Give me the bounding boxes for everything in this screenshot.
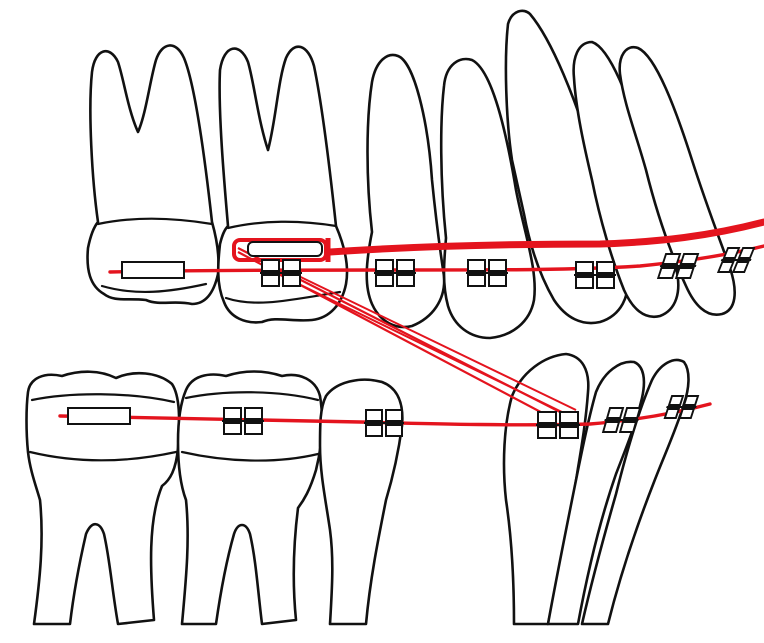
bracket-wing [538, 427, 556, 438]
bracket-wing [669, 396, 683, 405]
bracket-wing [576, 262, 593, 273]
bracket-wing [733, 262, 748, 272]
bracket-wing [560, 427, 578, 438]
bracket-wing [576, 277, 593, 288]
bracket-wing [724, 248, 739, 258]
bracket-wing [397, 275, 414, 286]
bracket-wing [397, 260, 414, 271]
bracket-wing [283, 260, 300, 271]
bracket-wing [262, 275, 279, 286]
lower-arch [27, 354, 689, 624]
upper-molar-2-attachment [248, 242, 322, 256]
bracket-wing [665, 409, 679, 418]
bracket-wing [663, 254, 680, 264]
bracket-wing [684, 396, 698, 405]
lower-molar-tube [68, 408, 130, 424]
bracket-wing [366, 410, 382, 421]
bracket-wing [262, 260, 279, 271]
bracket-wing [620, 422, 636, 432]
bracket-wing [224, 408, 241, 419]
bracket-wing [680, 409, 694, 418]
bracket-wing [376, 275, 393, 286]
bracket-wing [538, 412, 556, 423]
bracket-wing [245, 408, 262, 419]
bracket-wing [283, 275, 300, 286]
bracket-wing [366, 425, 382, 436]
bracket-wing [386, 410, 402, 421]
bracket-wing [376, 260, 393, 271]
upper-molar-tube [122, 262, 184, 278]
bracket-wing [681, 254, 698, 264]
bracket-wing [624, 408, 640, 418]
bracket-wing [597, 277, 614, 288]
bracket-wing [658, 268, 675, 278]
bracket-wing [560, 412, 578, 423]
bracket-wing [603, 422, 619, 432]
bracket-wing [489, 260, 506, 271]
bracket-wing [386, 425, 402, 436]
bracket-wing [597, 262, 614, 273]
bracket-wing [676, 268, 693, 278]
bracket-wing [224, 423, 241, 434]
upper-arch [88, 11, 735, 338]
bracket-wing [245, 423, 262, 434]
bracket-wing [468, 275, 485, 286]
bracket-wing [489, 275, 506, 286]
bracket-wing [607, 408, 623, 418]
bracket-wing [468, 260, 485, 271]
